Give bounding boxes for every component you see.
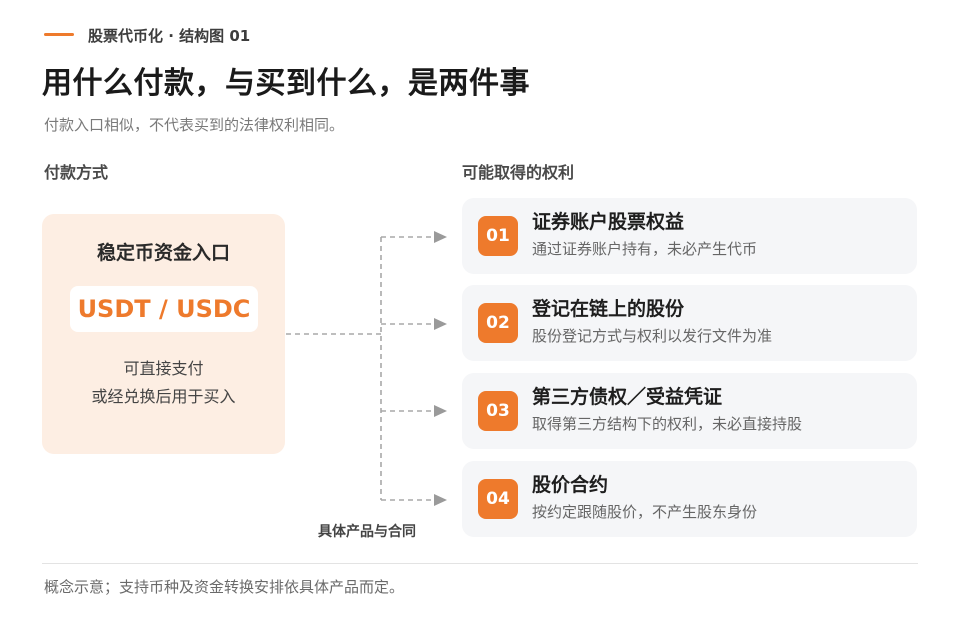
rights-card-03: 03 第三方债权／受益凭证 取得第三方结构下的权利，未必直接持股: [462, 373, 917, 449]
rights-badge-01: 01: [478, 216, 518, 256]
connector-label: 具体产品与合同: [318, 524, 416, 540]
rights-title-02: 登记在链上的股份: [532, 298, 685, 320]
rights-title-03: 第三方债权／受益凭证: [532, 386, 723, 408]
rights-title-01: 证券账户股票权益: [532, 211, 685, 233]
page-title: 用什么付款，与买到什么，是两件事: [42, 66, 530, 101]
rights-desc-03: 取得第三方结构下的权利，未必直接持股: [532, 415, 803, 433]
rights-title-04: 股价合约: [532, 474, 609, 496]
arrowhead-04: [434, 494, 447, 506]
rights-desc-02: 股份登记方式与权利以发行文件为准: [532, 327, 773, 345]
rights-card-02: 02 登记在链上的股份 股份登记方式与权利以发行文件为准: [462, 285, 917, 361]
rights-card-04: 04 股价合约 按约定跟随股价，不产生股东身份: [462, 461, 917, 537]
rights-card-01: 01 证券账户股票权益 通过证券账户持有，未必产生代币: [462, 198, 917, 274]
rights-section-label: 可能取得的权利: [462, 163, 575, 182]
arrowhead-02: [434, 318, 447, 330]
payment-card-title: 稳定币资金入口: [96, 242, 230, 264]
payment-desc-line2: 或经兑换后用于买入: [91, 387, 236, 406]
eyebrow-label: 股票代币化 · 结构图 01: [88, 27, 251, 45]
stablecoin-tag: USDT / USDC: [70, 286, 258, 332]
rights-badge-02: 02: [478, 303, 518, 343]
rights-badge-03: 03: [478, 391, 518, 431]
eyebrow-accent-line: [44, 33, 74, 36]
footnote: 概念示意；支持币种及资金转换安排依具体产品而定。: [44, 578, 405, 596]
payment-section-label: 付款方式: [44, 163, 109, 182]
arrowhead-01: [434, 231, 447, 243]
payment-card: 稳定币资金入口 USDT / USDC 可直接支付 或经兑换后用于买入: [42, 214, 285, 454]
rights-desc-01: 通过证券账户持有，未必产生代币: [532, 240, 758, 258]
payment-desc-line1: 可直接支付: [123, 359, 204, 378]
rights-badge-04: 04: [478, 479, 518, 519]
page-subtitle: 付款入口相似，不代表买到的法律权利相同。: [44, 116, 345, 134]
rights-desc-04: 按约定跟随股价，不产生股东身份: [532, 503, 758, 521]
footer-divider: [42, 563, 918, 564]
arrowhead-03: [434, 405, 447, 417]
